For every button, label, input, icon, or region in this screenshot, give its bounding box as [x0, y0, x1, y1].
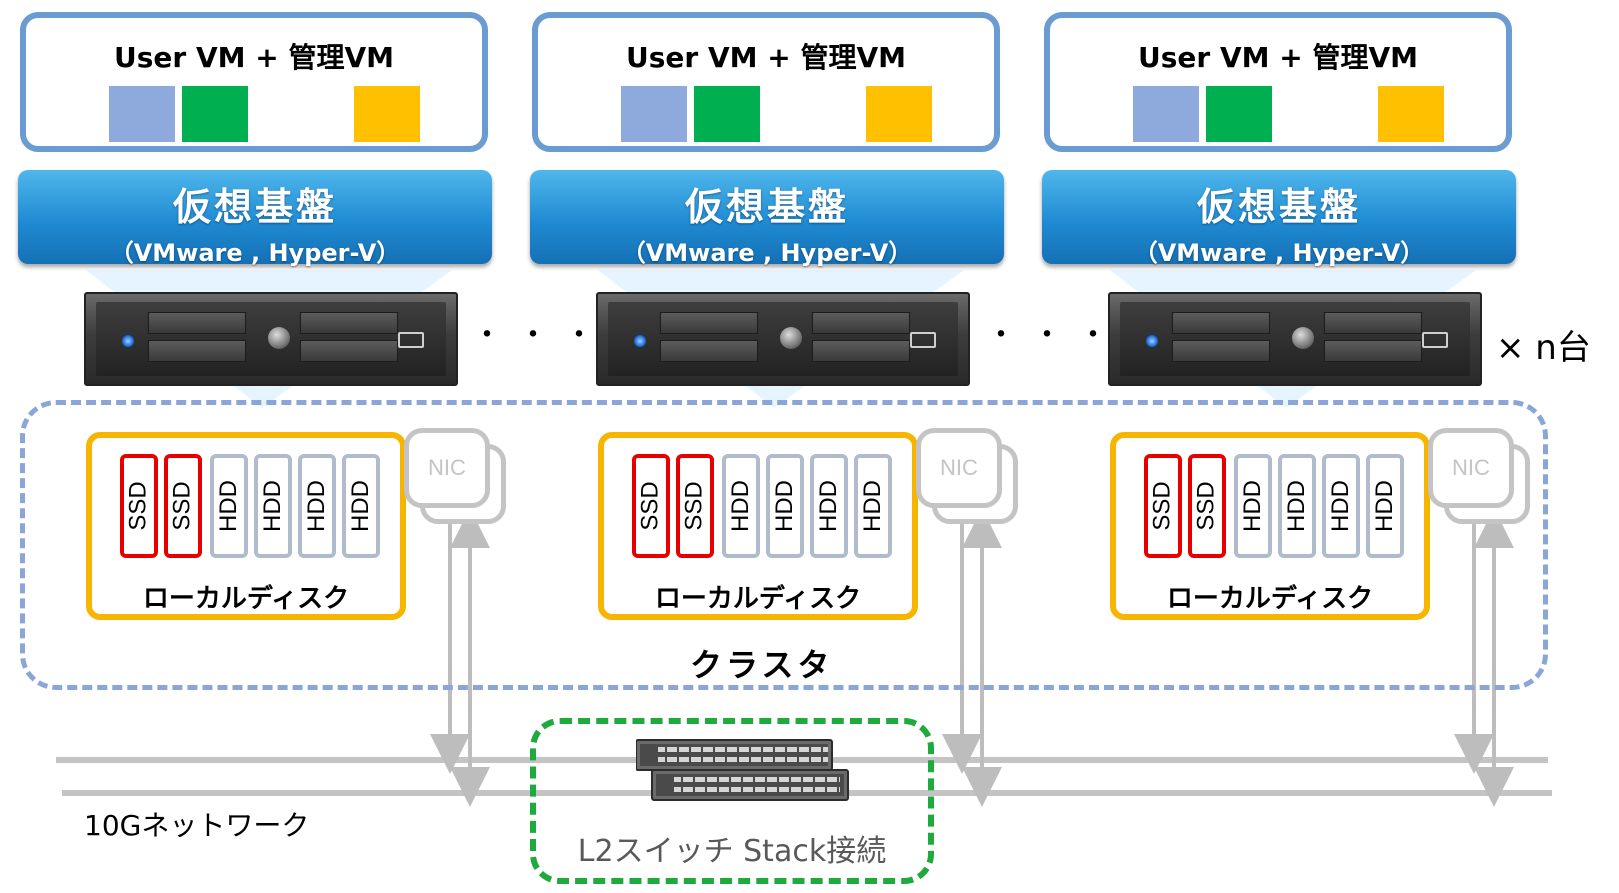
server-icon: [596, 292, 970, 386]
local-disk-box: SSD SSD HDD HDD HDD HDD ローカルディスク: [598, 432, 918, 620]
hypervisor-subtitle: （VMware , Hyper-V）: [1133, 239, 1425, 267]
server-icon: [1108, 292, 1482, 386]
ellipsis: ・・・: [472, 318, 610, 353]
nic-label: NIC: [940, 455, 978, 480]
knob-icon: [780, 327, 802, 349]
management-vm-block: [1378, 86, 1444, 142]
nic-card: NIC: [916, 428, 1002, 508]
server-icon: [84, 292, 458, 386]
knob-icon: [1292, 327, 1314, 349]
hypervisor-subtitle: （VMware , Hyper-V）: [621, 239, 913, 267]
hypervisor-banner: 仮想基盤 （VMware , Hyper-V）: [530, 170, 1004, 267]
hdd-drive: HDD: [1278, 454, 1316, 558]
local-disk-label: ローカルディスク: [142, 584, 350, 614]
hdd-drive: HDD: [1234, 454, 1272, 558]
power-led-icon: [634, 335, 646, 347]
hdd-drive: HDD: [1322, 454, 1360, 558]
cluster-boundary: [20, 400, 1548, 690]
hdd-drive: HDD: [766, 454, 804, 558]
local-disk-label: ローカルディスク: [654, 584, 862, 614]
nic-label: NIC: [428, 455, 466, 480]
hypervisor-title: 仮想基盤: [172, 185, 337, 229]
port-icon: [910, 332, 936, 348]
vm-title: User VM + 管理VM: [626, 41, 906, 74]
vm-box: User VM + 管理VM: [20, 12, 488, 152]
ssd-drive: SSD: [676, 454, 714, 558]
l2-switch-stack-area: [530, 718, 934, 884]
network-label: 10Gネットワーク: [84, 809, 310, 842]
hypervisor-banner: 仮想基盤 （VMware , Hyper-V）: [1042, 170, 1516, 267]
port-icon: [1422, 332, 1448, 348]
management-vm-block: [354, 86, 420, 142]
vm-box: User VM + 管理VM: [1044, 12, 1512, 152]
hdd-drive: HDD: [1366, 454, 1404, 558]
knob-icon: [268, 327, 290, 349]
local-disk-box: SSD SSD HDD HDD HDD HDD ローカルディスク: [86, 432, 406, 620]
server-count-label: × n台: [1496, 328, 1591, 368]
ssd-drive: SSD: [120, 454, 158, 558]
ssd-drive: SSD: [164, 454, 202, 558]
user-vm-block: [621, 86, 687, 142]
local-disk-box: SSD SSD HDD HDD HDD HDD ローカルディスク: [1110, 432, 1430, 620]
hdd-drive: HDD: [298, 454, 336, 558]
l2-switch-icon: [636, 739, 849, 801]
ssd-drive: SSD: [1188, 454, 1226, 558]
power-led-icon: [122, 335, 134, 347]
hypervisor-subtitle: （VMware , Hyper-V）: [109, 239, 401, 267]
management-vm-block: [866, 86, 932, 142]
user-vm-block: [109, 86, 175, 142]
nic-card: NIC: [404, 428, 490, 508]
port-icon: [398, 332, 424, 348]
user-vm-block: [694, 86, 760, 142]
local-disk-label: ローカルディスク: [1166, 584, 1374, 614]
user-vm-block: [1133, 86, 1199, 142]
hypervisor-title: 仮想基盤: [1196, 185, 1361, 229]
hypervisor-title: 仮想基盤: [684, 185, 849, 229]
nic-card: NIC: [1428, 428, 1514, 508]
vm-title: User VM + 管理VM: [1138, 41, 1418, 74]
user-vm-block: [182, 86, 248, 142]
hdd-drive: HDD: [722, 454, 760, 558]
switch-label: L2スイッチ Stack接続: [577, 834, 887, 869]
power-led-icon: [1146, 335, 1158, 347]
nic-label: NIC: [1452, 455, 1490, 480]
hdd-drive: HDD: [810, 454, 848, 558]
hypervisor-banner: 仮想基盤 （VMware , Hyper-V）: [18, 170, 492, 267]
ssd-drive: SSD: [632, 454, 670, 558]
hdd-drive: HDD: [210, 454, 248, 558]
hdd-drive: HDD: [854, 454, 892, 558]
ellipsis: ・・・: [986, 318, 1124, 353]
hdd-drive: HDD: [254, 454, 292, 558]
ssd-drive: SSD: [1144, 454, 1182, 558]
hdd-drive: HDD: [342, 454, 380, 558]
vm-title: User VM + 管理VM: [114, 41, 394, 74]
user-vm-block: [1206, 86, 1272, 142]
cluster-label: クラスタ: [690, 646, 834, 684]
vm-box: User VM + 管理VM: [532, 12, 1000, 152]
